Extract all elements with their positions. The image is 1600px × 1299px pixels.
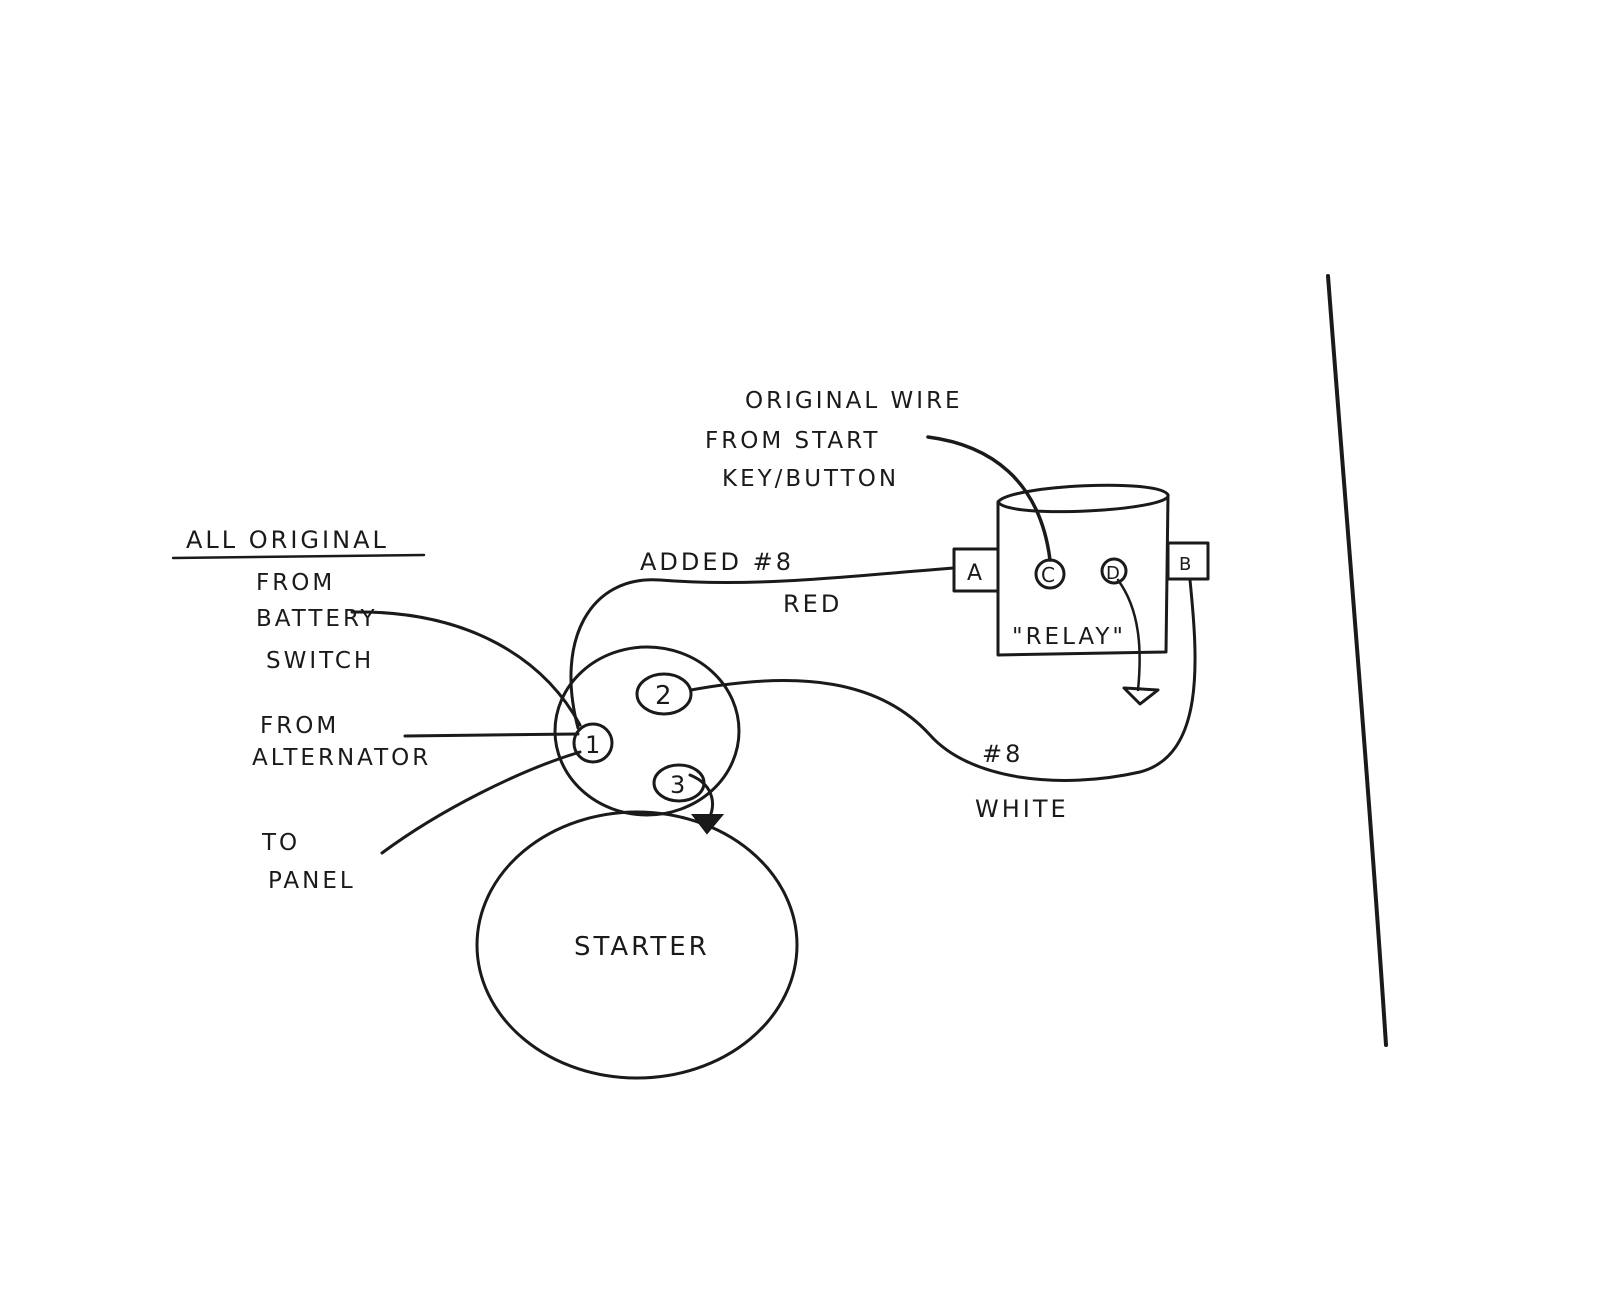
panel-wire (380, 750, 582, 855)
battery-line-2: BATTERY (256, 606, 378, 632)
terminal-3-label: 3 (670, 771, 688, 799)
relay-terminal-c-label: C (1041, 563, 1058, 587)
margin-line (1326, 274, 1388, 1047)
ground-symbol (1122, 686, 1160, 706)
panel-line-2: PANEL (268, 868, 356, 894)
red-line-2: RED (783, 590, 842, 618)
alternator-line-1: FROM (260, 713, 339, 739)
relay-terminal-b (1166, 541, 1210, 581)
white-wire-label: #8 WHITE (975, 740, 1069, 823)
red-line-1: ADDED #8 (640, 548, 794, 576)
alternator-wire (403, 732, 580, 738)
panel-line-1: TO (261, 830, 300, 856)
original-line-3: KEY/BUTTON (722, 466, 899, 492)
alternator-label: FROM ALTERNATOR (252, 713, 431, 771)
relay-terminal-d-label: D (1106, 563, 1123, 584)
ground-wire (1116, 578, 1141, 692)
alternator-line-2: ALTERNATOR (252, 745, 431, 771)
red-wire (569, 566, 956, 730)
white-line-1: #8 (982, 740, 1023, 768)
relay-terminal-b-label: B (1179, 554, 1194, 575)
original-line-2: FROM START (705, 428, 880, 454)
battery-line-3: SWITCH (266, 648, 374, 674)
jumper-arrowhead (690, 814, 725, 835)
panel-label: TO PANEL (261, 830, 356, 894)
white-wire (689, 578, 1197, 782)
relay-terminal-a (952, 547, 1000, 593)
starter-body (475, 810, 799, 1080)
terminal-2-label: 2 (655, 681, 675, 711)
all-original-underline (171, 553, 426, 560)
relay-terminal-a-label: A (967, 561, 985, 586)
relay-terminal-d (1100, 557, 1128, 585)
terminal-1-label: 1 (585, 731, 603, 759)
battery-switch-label: FROM BATTERY SWITCH (256, 570, 388, 674)
relay-label: "RELAY" (1012, 624, 1126, 650)
white-line-2: WHITE (975, 795, 1069, 823)
solenoid-body (553, 645, 741, 817)
red-wire-label: ADDED #8 RED (640, 548, 842, 618)
relay-terminal-c (1034, 558, 1066, 590)
all-original-label: ALL ORIGINAL (186, 526, 389, 554)
terminal-2 (635, 672, 693, 716)
start-key-wire (926, 435, 1052, 562)
battery-wire (350, 610, 582, 727)
battery-line-1: FROM (256, 570, 335, 596)
original-wire-label: ORIGINAL WIRE FROM START KEY/BUTTON (705, 388, 973, 492)
original-line-1: ORIGINAL WIRE (745, 388, 963, 414)
terminal-1 (572, 722, 614, 764)
starter-label: STARTER (574, 932, 710, 962)
